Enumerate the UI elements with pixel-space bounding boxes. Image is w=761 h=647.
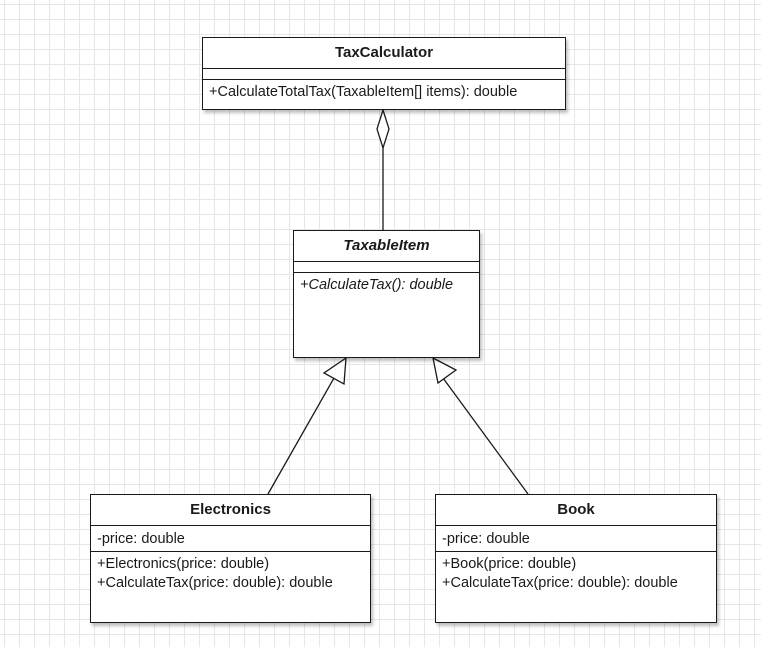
class-name: Book [557,501,595,518]
class-name: TaxCalculator [334,44,434,61]
method: +CalculateTax(): double [300,277,454,293]
class-tax-calculator[interactable]: TaxCalculator +CalculateTotalTax(Taxable… [202,37,566,110]
class-name: Electronics [190,501,271,518]
attributes-section: -price: double [436,525,716,551]
method: +CalculateTotalTax(TaxableItem[] items):… [209,84,518,100]
generalization-arrowhead-electronics [322,356,347,386]
class-electronics[interactable]: Electronics -price: double +Electronics(… [90,494,371,623]
method: +CalculateTax(price: double): double [97,575,333,591]
attributes-section: -price: double [91,525,370,551]
generalization-line-book [442,377,529,495]
generalization-line-electronics [267,377,335,495]
attribute: -price: double [442,531,530,547]
class-taxable-item[interactable]: TaxableItem +CalculateTax(): double [293,230,480,358]
attribute: -price: double [97,531,185,547]
methods-section: +Electronics(price: double) +CalculateTa… [91,551,370,593]
method: +Book(price: double) [442,556,577,572]
class-book[interactable]: Book -price: double +Book(price: double)… [435,494,717,623]
method: +CalculateTax(price: double): double [442,575,678,591]
methods-section: +CalculateTax(): double [294,272,479,295]
aggregation-diamond [376,107,390,151]
methods-section: +CalculateTotalTax(TaxableItem[] items):… [203,79,565,102]
methods-section: +Book(price: double) +CalculateTax(price… [436,551,716,593]
method: +Electronics(price: double) [97,556,270,572]
attributes-divider [294,261,479,272]
class-name: TaxableItem [343,237,430,254]
attributes-divider [203,68,565,79]
generalization-arrowhead-book [432,356,458,385]
